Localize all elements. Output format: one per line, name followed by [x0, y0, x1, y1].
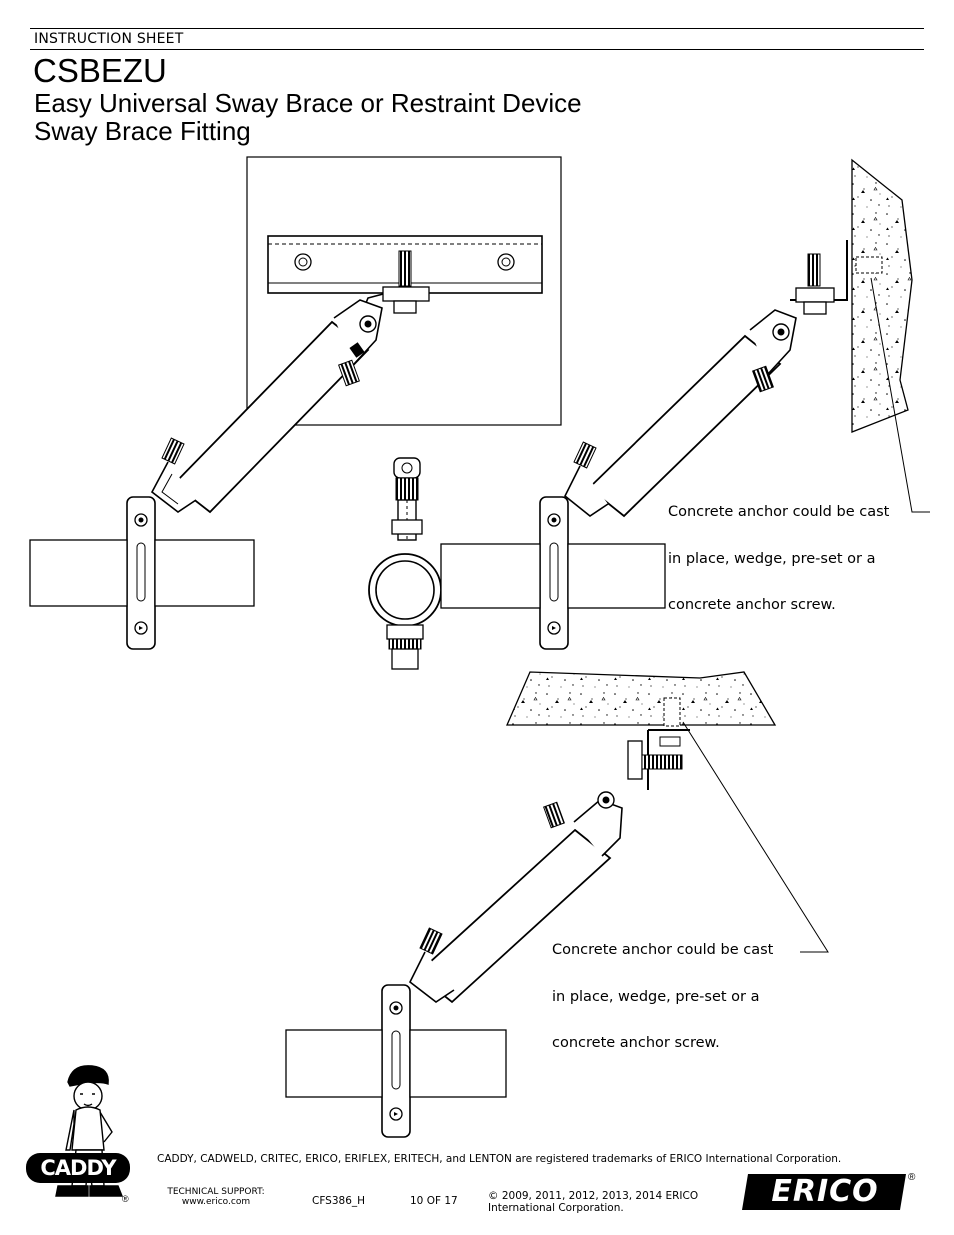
sway-brace-assembly-2 [440, 240, 883, 650]
copyright-line-1: © 2009, 2011, 2012, 2013, 2014 ERICO [488, 1190, 699, 1202]
copyright-line-2: International Corporation. [488, 1202, 624, 1214]
ceiling-anchor-callout-line-2: in place, wedge, pre-set or a [552, 988, 760, 1005]
concrete-wall [851, 158, 913, 433]
subtitle-line-2: Sway Brace Fitting [34, 116, 251, 146]
concrete-ceiling [506, 671, 777, 726]
sway-brace-assembly-3 [285, 697, 690, 1138]
page-title: CSBEZU [33, 52, 167, 89]
document-code: CFS386_H [312, 1195, 366, 1207]
page-number: 10 OF 17 [410, 1195, 458, 1207]
pipe-clamp-end-view [368, 457, 442, 670]
erico-logo-text: ERICO [771, 1174, 879, 1209]
caddy-registered-mark: ® [122, 1194, 129, 1204]
wall-anchor-callout: Concrete anchor could be cast in place, … [668, 474, 889, 629]
strut-detail-view [246, 156, 562, 426]
ceiling-anchor-callout-line-1: Concrete anchor could be cast [552, 942, 774, 958]
erico-registered-mark: ® [908, 1172, 916, 1183]
wall-anchor-callout-line-3: concrete anchor screw. [668, 597, 836, 613]
trademark-notice: CADDY, CADWELD, CRITEC, ERICO, ERIFLEX, … [157, 1153, 842, 1165]
top-rule [30, 28, 924, 29]
ceiling-anchor-callout-line-3: concrete anchor screw. [552, 1035, 720, 1051]
wall-anchor-callout-line-1: Concrete anchor could be cast [668, 504, 890, 520]
document-type-label: INSTRUCTION SHEET [34, 31, 184, 47]
sway-brace-assembly-1 [29, 299, 383, 650]
header-rule [30, 49, 924, 50]
copyright-notice: © 2009, 2011, 2012, 2013, 2014 ERICO Int… [488, 1190, 698, 1214]
technical-support: TECHNICAL SUPPORT: www.erico.com [160, 1187, 272, 1207]
erico-logo [742, 1174, 906, 1210]
ceiling-anchor-callout: Concrete anchor could be cast in place, … [552, 912, 773, 1067]
wall-anchor-callout-line-2: in place, wedge, pre-set or a [668, 550, 876, 567]
caddy-logo [26, 1153, 130, 1183]
technical-support-label: TECHNICAL SUPPORT: [167, 1187, 265, 1197]
ceiling-anchor-leader-line [682, 721, 829, 953]
subtitle-line-1: Easy Universal Sway Brace or Restraint D… [34, 88, 582, 118]
support-website: www.erico.com [181, 1197, 251, 1207]
caddy-logo-text: CADDY [40, 1156, 116, 1180]
wall-anchor-leader-line [870, 277, 930, 513]
